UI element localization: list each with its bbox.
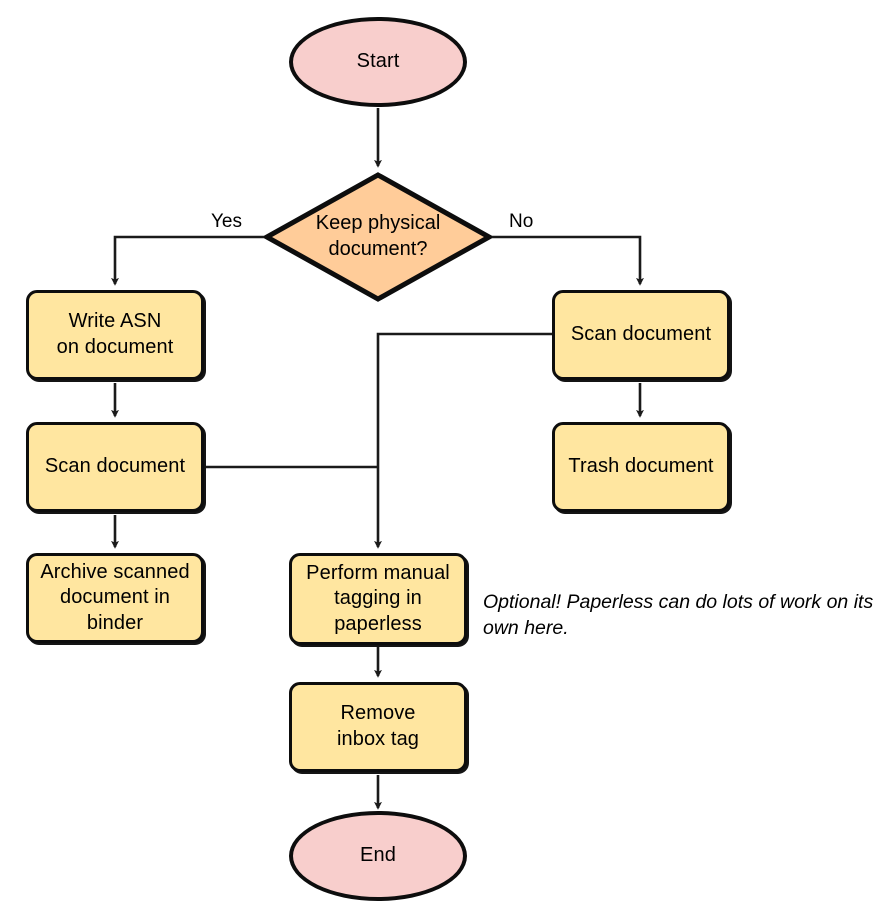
node-remove-inbox-tag-label: Remove inbox tag: [336, 702, 420, 750]
node-decision-label: Keep physical document?: [315, 212, 441, 260]
node-write-asn-on-document[interactable]: Write ASN on document: [26, 290, 204, 380]
node-end-label: End: [360, 844, 396, 867]
node-trash-document-label: Trash document: [568, 455, 714, 478]
node-scan-document-right-label: Scan document: [570, 323, 712, 346]
node-trash-document[interactable]: Trash document: [552, 422, 730, 512]
diamond-shape: [264, 172, 492, 302]
node-scan-document-left[interactable]: Scan document: [26, 422, 204, 512]
edge-label-no: No: [509, 211, 534, 232]
node-scan-document-left-label: Scan document: [44, 455, 186, 478]
node-perform-manual-tagging-in-paperless[interactable]: Perform manual tagging in paperless: [289, 553, 467, 645]
node-archive-binder-label: Archive scanned document in binder: [40, 560, 190, 634]
node-write-asn-label: Write ASN on document: [56, 310, 174, 358]
edge-decision-no-to-scan-right: [492, 235, 644, 286]
node-scan-document-right[interactable]: Scan document: [552, 290, 730, 380]
node-start[interactable]: Start: [289, 17, 467, 107]
node-remove-inbox-tag[interactable]: Remove inbox tag: [289, 682, 467, 772]
node-start-label: Start: [356, 50, 400, 73]
edge-label-yes: Yes: [211, 211, 242, 232]
edge-scan-right-to-manual-tagging: [374, 332, 552, 549]
annotation-optional-note: Optional! Paperless can do lots of work …: [483, 591, 874, 639]
edge-decision-yes-to-write-asn: [111, 235, 264, 286]
node-decision-keep-physical-document[interactable]: Keep physical document?: [264, 172, 492, 302]
node-end[interactable]: End: [289, 811, 467, 901]
node-manual-tagging-label: Perform manual tagging in paperless: [306, 561, 450, 635]
node-archive-scanned-document-in-binder[interactable]: Archive scanned document in binder: [26, 553, 204, 643]
